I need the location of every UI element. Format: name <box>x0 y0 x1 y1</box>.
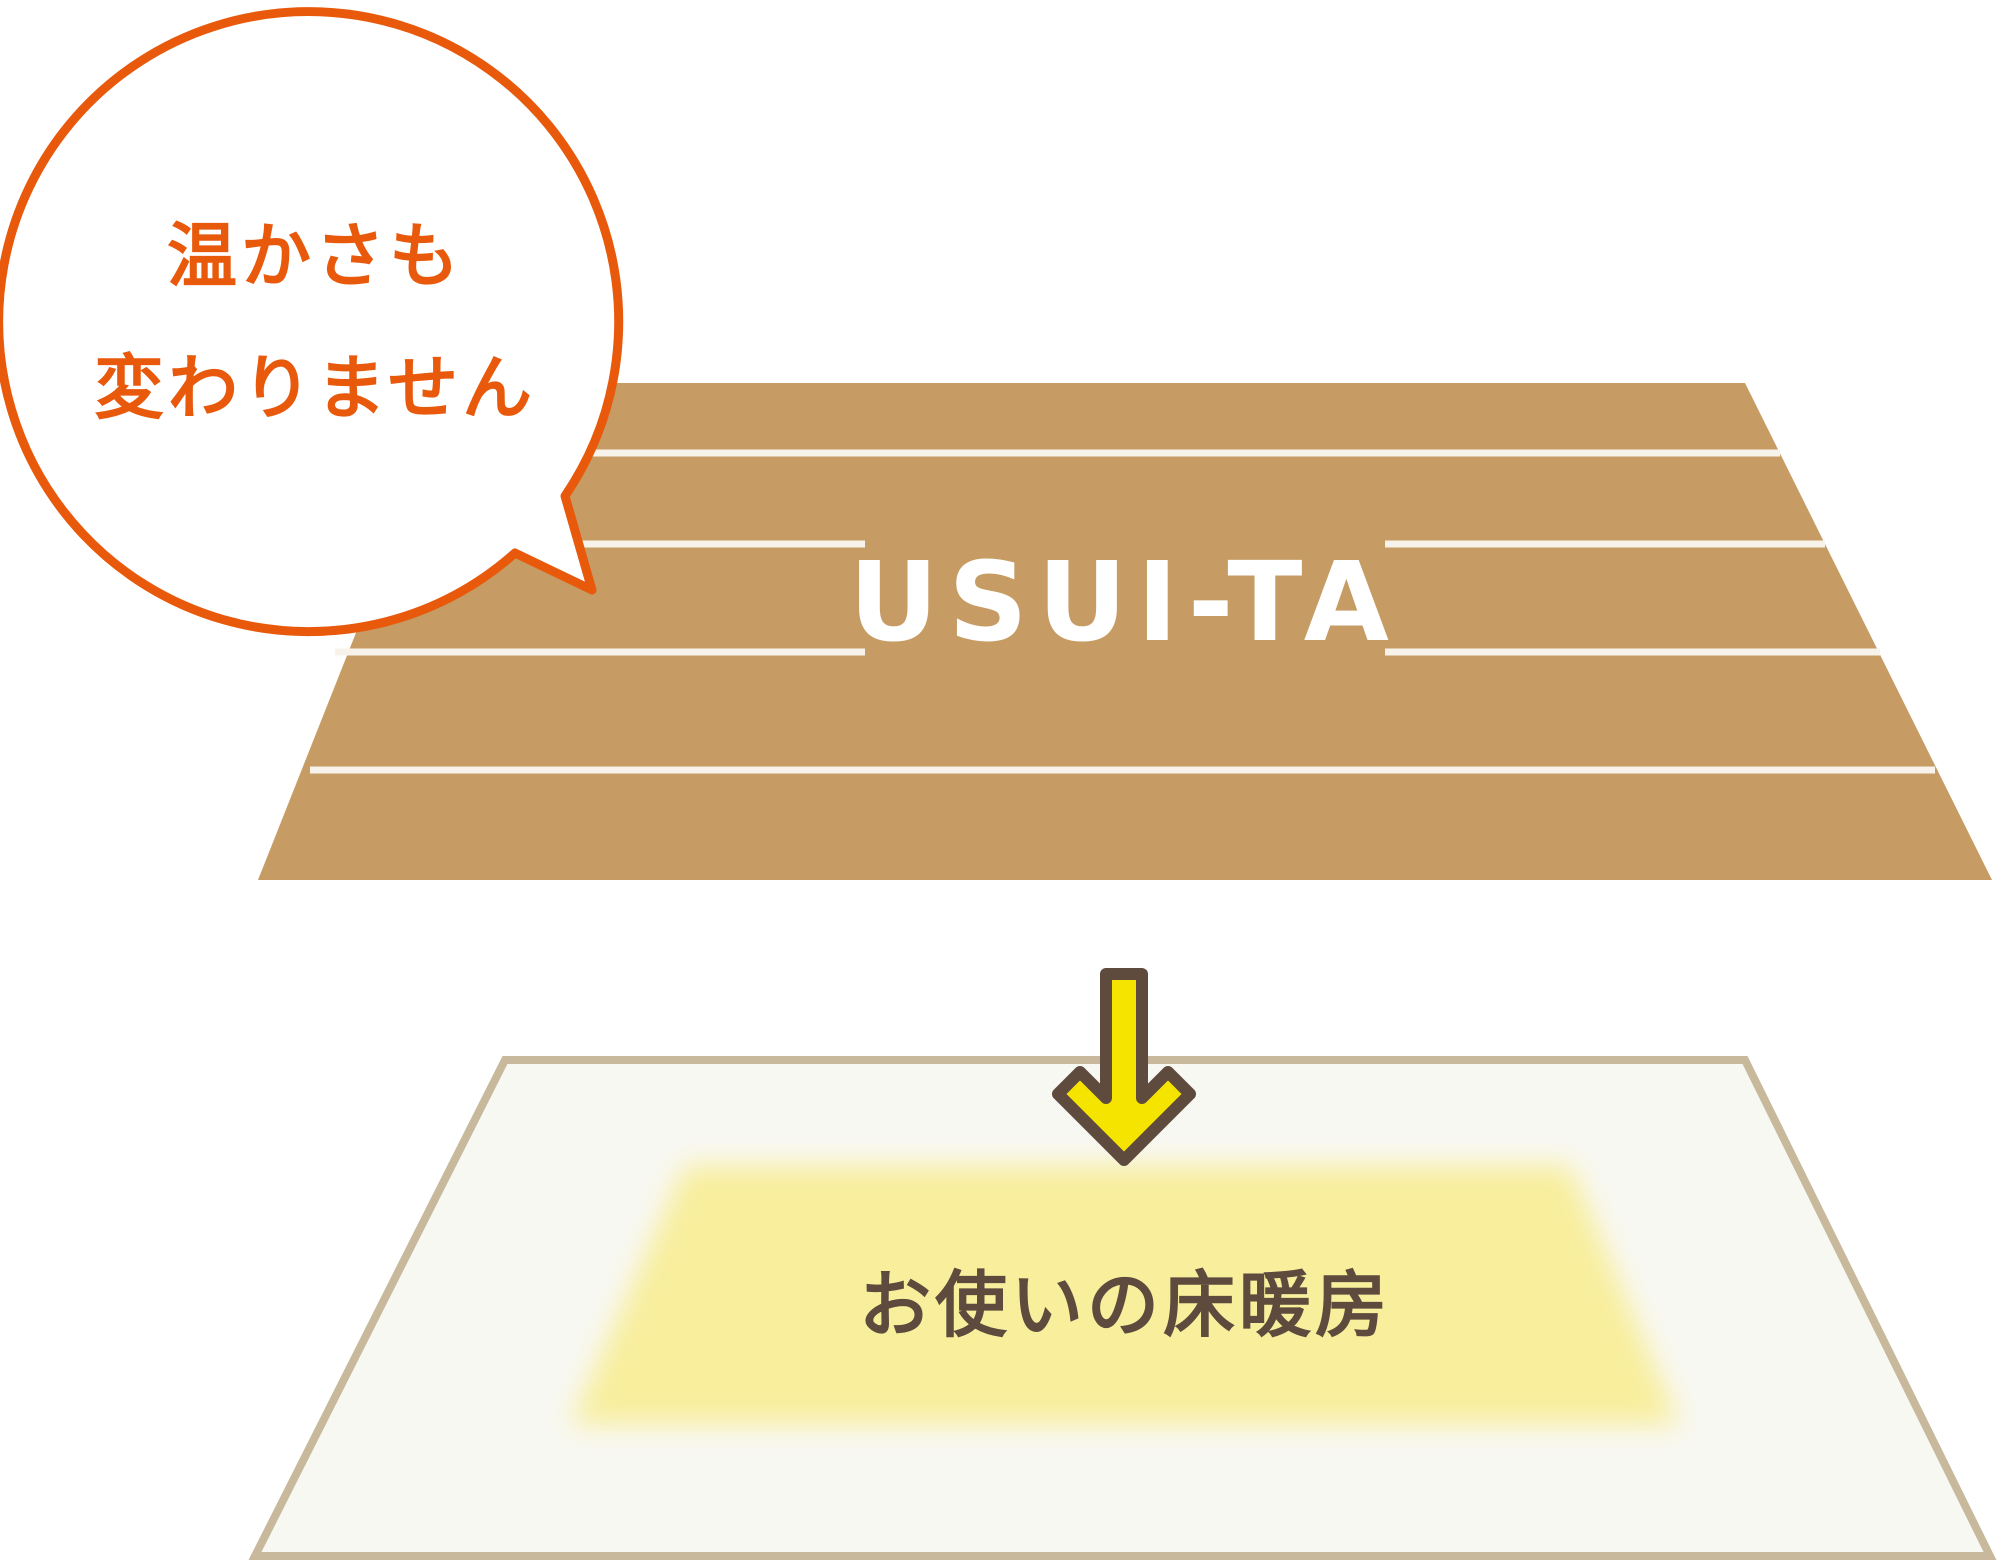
floor-heating-label: お使いの床暖房 <box>859 1263 1391 1347</box>
bubble-line-2: 変わりません <box>94 347 536 429</box>
speech-bubble: 温かさも 変わりません <box>0 7 624 637</box>
usuita-label: USUI-TA <box>849 538 1399 666</box>
bubble-line-1: 温かさも <box>167 215 463 297</box>
heat-glow <box>570 1165 1680 1425</box>
floor-heating-plane: お使いの床暖房 <box>248 1056 1997 1560</box>
wood-panel <box>258 383 1992 880</box>
usuita-panel: USUI-TA <box>258 383 1992 880</box>
speech-bubble-shape <box>0 7 624 637</box>
down-arrow-icon <box>1052 968 1196 1166</box>
